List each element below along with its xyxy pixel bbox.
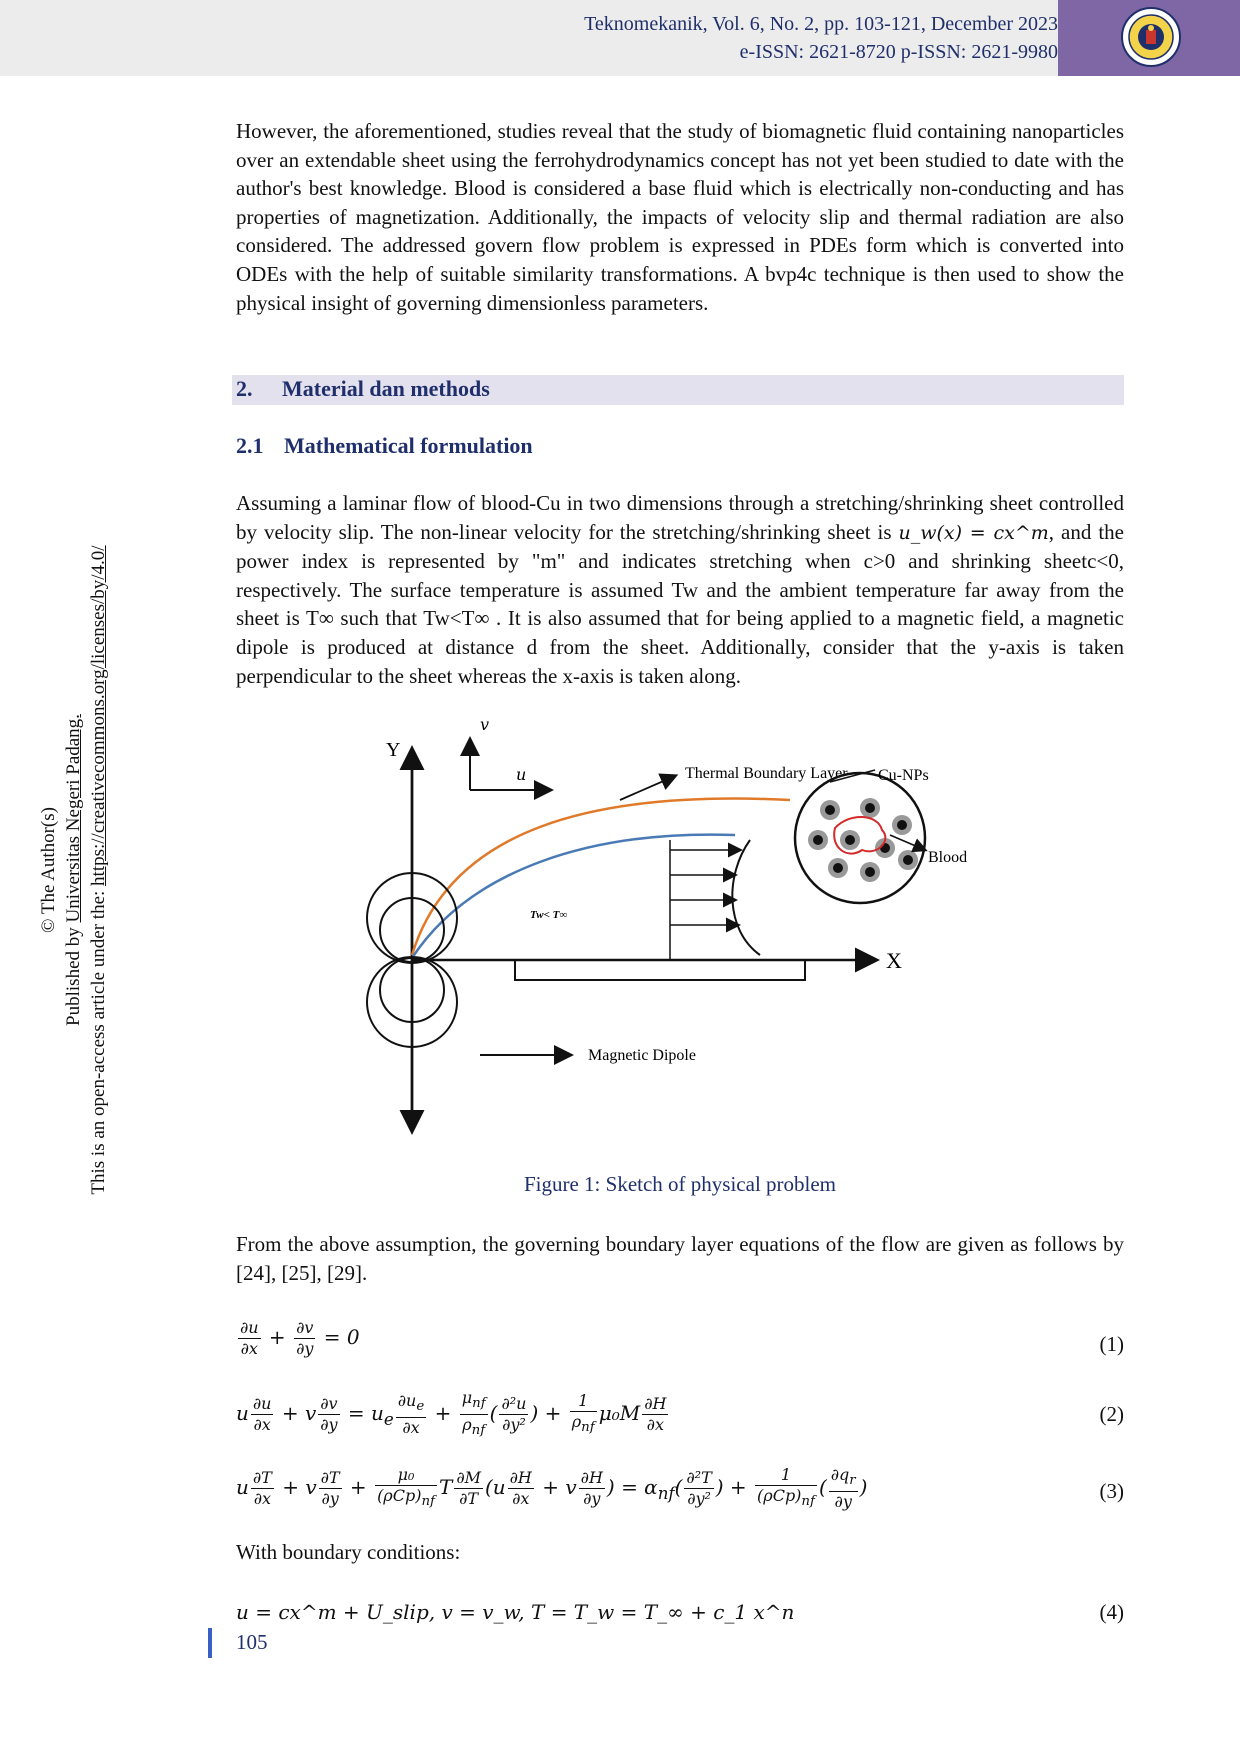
equation-1: ∂u∂x + ∂v∂y = 0 (1) bbox=[236, 1318, 1124, 1378]
equation-4: u = cx^m + U_slip, v = v_w, T = T_w = T_… bbox=[236, 1592, 1124, 1652]
header-text: Teknomekanik, Vol. 6, No. 2, pp. 103-121… bbox=[584, 10, 1058, 66]
y-axis-label: Y bbox=[386, 739, 400, 761]
velocity-profile bbox=[731, 839, 761, 956]
thermal-layer-label: Thermal Boundary Layer bbox=[685, 765, 848, 782]
thermal-boundary-curve bbox=[410, 797, 791, 956]
license-sidebar: © The Author(s) Published by Universitas… bbox=[36, 520, 111, 1220]
page-number-bar bbox=[208, 1628, 212, 1658]
journal-citation: Teknomekanik, Vol. 6, No. 2, pp. 103-121… bbox=[584, 13, 1058, 35]
v-label: v bbox=[480, 715, 489, 734]
continuity-equation: ∂u∂x + ∂v∂y = 0 bbox=[238, 1318, 360, 1358]
governing-paragraph: From the above assumption, the governing… bbox=[236, 1232, 1124, 1285]
intro-block: However, the aforementioned, studies rev… bbox=[236, 117, 1124, 317]
temperature-label: Tw< T∞ bbox=[530, 909, 567, 921]
formulation-block: Assuming a laminar flow of blood-Cu in t… bbox=[236, 489, 1124, 690]
dipole-loop-lower-inner bbox=[379, 957, 445, 1023]
dipole-loop-upper-inner bbox=[379, 897, 445, 963]
issn-line: e-ISSN: 2621-8720 p-ISSN: 2621-9980 bbox=[739, 41, 1058, 63]
page-header: Teknomekanik, Vol. 6, No. 2, pp. 103-121… bbox=[0, 0, 1240, 76]
boundary-conditions-text: With boundary conditions: bbox=[236, 1540, 461, 1564]
publisher-link[interactable]: Universitas Negeri Padang. bbox=[63, 714, 84, 923]
velocity-boundary-curve bbox=[410, 833, 736, 959]
blood-label: Blood bbox=[928, 849, 967, 866]
publisher-line: Published by Universitas Negeri Padang. bbox=[63, 714, 84, 1026]
section-2-1-title: Mathematical formulation bbox=[284, 433, 533, 458]
copyright-line: © The Author(s) bbox=[38, 807, 59, 933]
figure-caption: Figure 1: Sketch of physical problem bbox=[523, 1172, 837, 1196]
page-number: 105 bbox=[236, 1630, 268, 1654]
u-label: u bbox=[516, 765, 526, 784]
section-2-title: Material dan methods bbox=[282, 376, 490, 401]
section-2-1-number: 2.1 bbox=[236, 433, 264, 458]
physical-problem-figure: Y X v u Thermal Boundary Layer Tw< T∞ Ma… bbox=[366, 715, 967, 1135]
dipole-label: Magnetic Dipole bbox=[588, 1047, 696, 1064]
x-axis-label: X bbox=[886, 948, 902, 973]
governing-block: From the above assumption, the governing… bbox=[236, 1230, 1124, 1287]
license-link[interactable]: https://creativecommons.org/licenses/by/… bbox=[88, 545, 109, 886]
section-heading-bar bbox=[232, 375, 1124, 405]
intro-paragraph: However, the aforementioned, studies rev… bbox=[236, 119, 1124, 315]
equation-number-4: (4) bbox=[1099, 1600, 1125, 1624]
stretching-sheet bbox=[514, 959, 806, 981]
section-2-number: 2. bbox=[236, 376, 253, 401]
formulation-paragraph: Assuming a laminar flow of blood-Cu in t… bbox=[236, 491, 1124, 688]
sheet-velocity-expression: u_w(x) = cx^m bbox=[898, 521, 1049, 544]
license-line: This is an open-access article under the… bbox=[88, 545, 109, 1195]
nanoparticle-label: Cu-NPs bbox=[878, 767, 929, 784]
equation-number-1: (1) bbox=[1099, 1332, 1125, 1356]
boundary-block: With boundary conditions: bbox=[236, 1538, 1124, 1567]
equation-number-2: (2) bbox=[1099, 1402, 1125, 1426]
equation-number-3: (3) bbox=[1099, 1479, 1125, 1503]
university-seal-icon bbox=[1121, 7, 1181, 67]
boundary-condition-equation: u = cx^m + U_slip, v = v_w, T = T_w = T_… bbox=[236, 1600, 795, 1624]
